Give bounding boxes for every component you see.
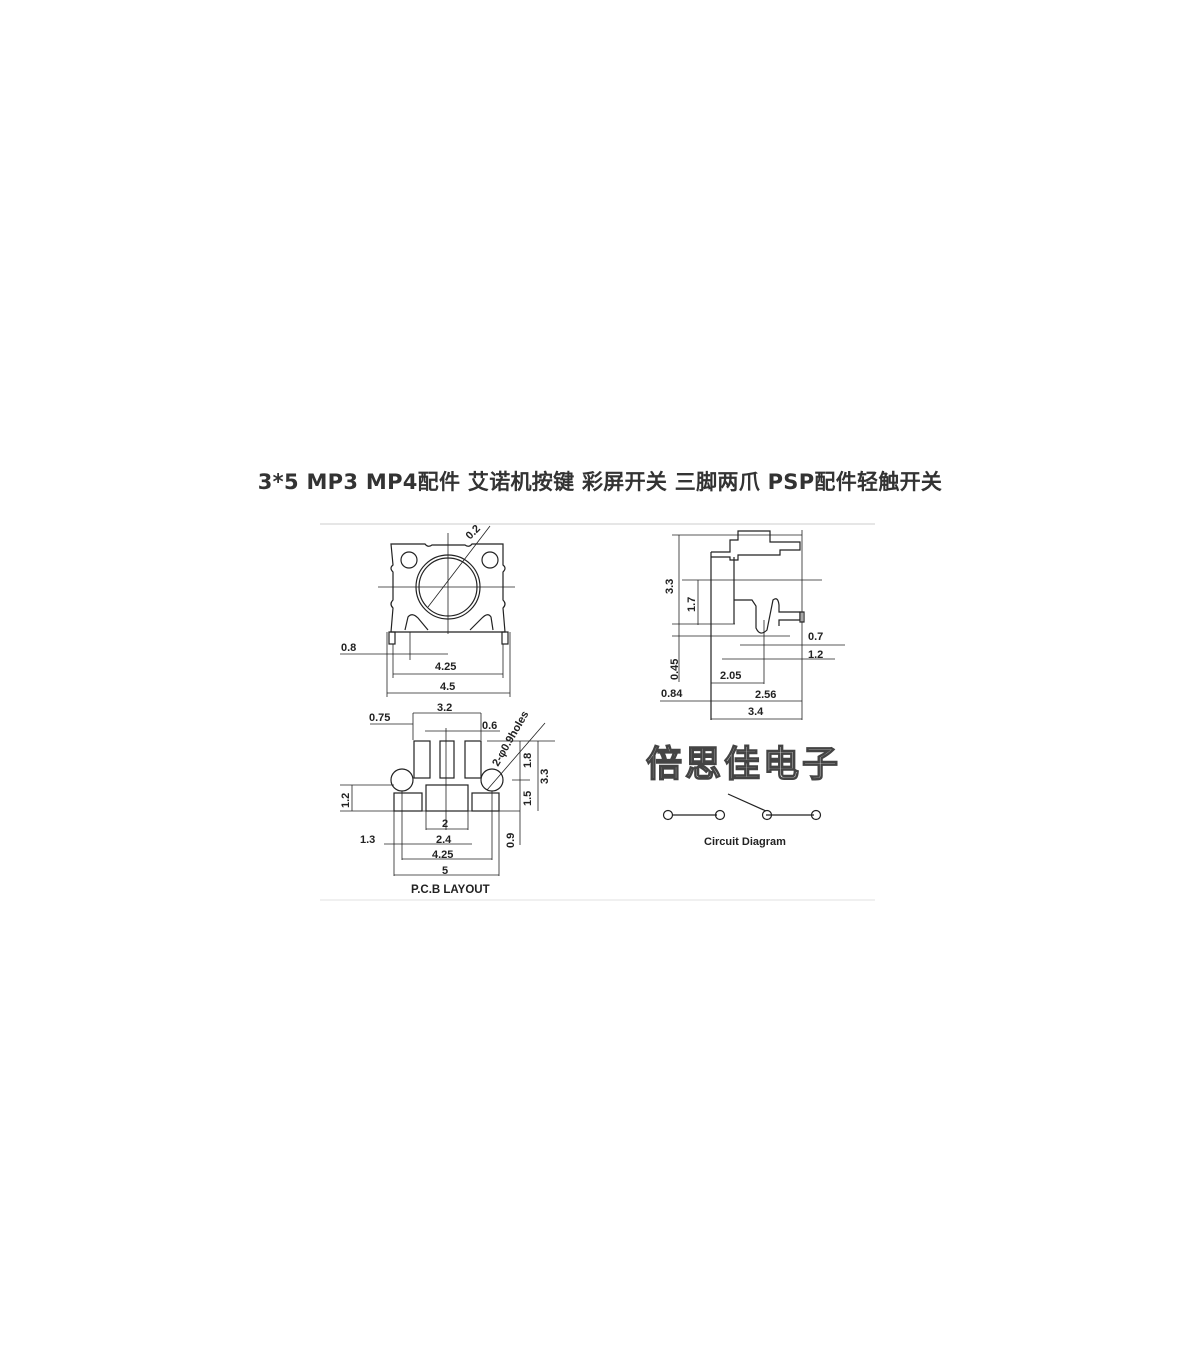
pcb-layout: 3.2 0.75 0.6 2-φ0.9holes 1.8 3.3 1.5 1.2… bbox=[340, 702, 555, 896]
dim-1.2: 1.2 bbox=[340, 793, 352, 808]
dim-0.7: 0.7 bbox=[808, 631, 823, 643]
dim-1.2-side: 1.2 bbox=[808, 649, 823, 661]
dim-2.56: 2.56 bbox=[755, 689, 776, 701]
circuit-diagram: Circuit Diagram bbox=[662, 793, 822, 848]
dim-4.5: 4.5 bbox=[440, 681, 455, 693]
dim-1.8: 1.8 bbox=[522, 753, 534, 768]
dim-3.3: 3.3 bbox=[539, 769, 551, 784]
product-title: 3*5 MP3 MP4配件 艾诺机按键 彩屏开关 三脚两爪 PSP配件轻触开关 bbox=[257, 470, 943, 494]
dim-3.4: 3.4 bbox=[748, 706, 764, 718]
center-pad bbox=[425, 784, 469, 812]
dim-2.05: 2.05 bbox=[720, 670, 741, 682]
dim-2: 2 bbox=[442, 818, 448, 830]
dim-0.6: 0.6 bbox=[482, 720, 497, 732]
dim-1.7: 1.7 bbox=[686, 597, 698, 612]
dim-4.25-pcb: 4.25 bbox=[432, 849, 453, 861]
dim-0.75: 0.75 bbox=[369, 712, 390, 724]
dim-0.9: 0.9 bbox=[505, 833, 517, 848]
dim-2.4: 2.4 bbox=[436, 834, 452, 846]
dim-4.25: 4.25 bbox=[435, 661, 456, 673]
dim-0.84: 0.84 bbox=[661, 688, 683, 700]
side-view: 3.3 1.7 0.45 0.84 2.05 2.56 3.4 0.7 1.2 bbox=[660, 530, 845, 720]
dim-0.8: 0.8 bbox=[341, 642, 356, 654]
circuit-diagram-label: Circuit Diagram bbox=[704, 836, 786, 848]
pcb-layout-label: P.C.B LAYOUT bbox=[411, 884, 490, 896]
dim-0.45: 0.45 bbox=[669, 659, 681, 680]
dim-side-3.3: 3.3 bbox=[664, 579, 676, 594]
dim-1.5: 1.5 bbox=[522, 791, 534, 806]
dim-1.3: 1.3 bbox=[360, 834, 375, 846]
dim-5: 5 bbox=[442, 865, 448, 877]
watermark-logo: 倍思佳电子 bbox=[646, 744, 838, 785]
front-view: 0.2 0.8 4.25 4.5 bbox=[340, 523, 515, 697]
dim-3.2: 3.2 bbox=[437, 702, 452, 714]
